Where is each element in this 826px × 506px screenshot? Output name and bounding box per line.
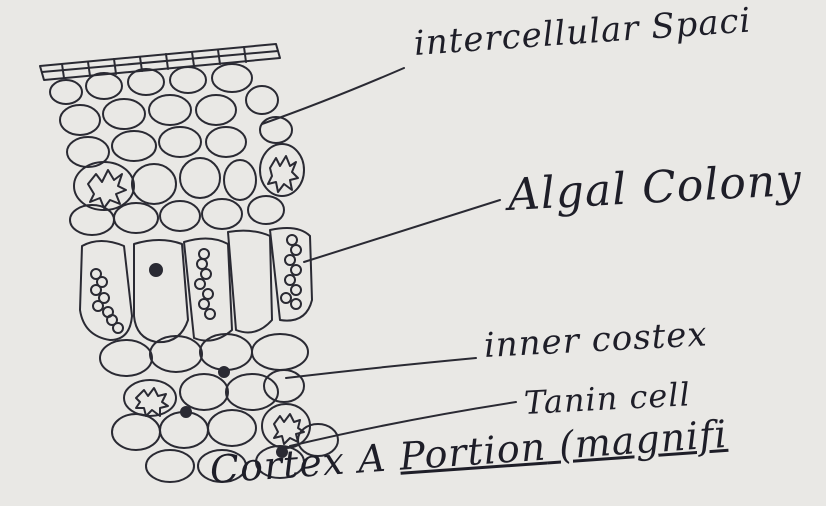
nucleus-dot <box>150 264 162 276</box>
leader-line-algal <box>304 200 500 262</box>
leader-line-inner <box>286 358 476 378</box>
cortex-cell <box>50 64 292 235</box>
leader-line-intercellular <box>262 68 404 124</box>
